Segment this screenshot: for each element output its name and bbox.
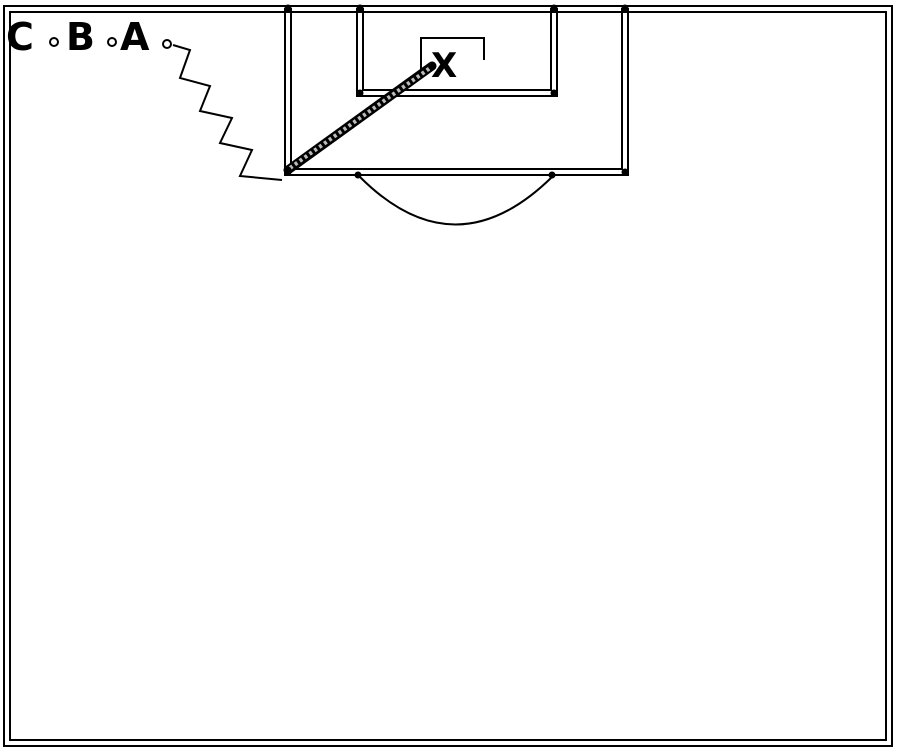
line-dots (284, 4, 629, 179)
penalty-arc (359, 176, 553, 226)
dribble-path (172, 44, 283, 181)
cone-icon-b (107, 37, 117, 47)
pass-origin-dot (284, 166, 292, 174)
target-marker-outline (420, 37, 485, 72)
penalty-area (284, 8, 629, 176)
target-x-label: X (431, 46, 457, 86)
cone-icon-c (49, 37, 59, 47)
cone-icon-a (162, 39, 172, 49)
pitch-boundary (3, 5, 893, 747)
player-queue: C B A (6, 15, 172, 59)
pass-arrow (283, 61, 437, 175)
player-a-label: A (120, 15, 150, 59)
player-c-label: C (6, 15, 34, 59)
goal-area (356, 8, 558, 97)
player-b-label: B (66, 15, 95, 59)
pass-end-dot (428, 62, 436, 70)
